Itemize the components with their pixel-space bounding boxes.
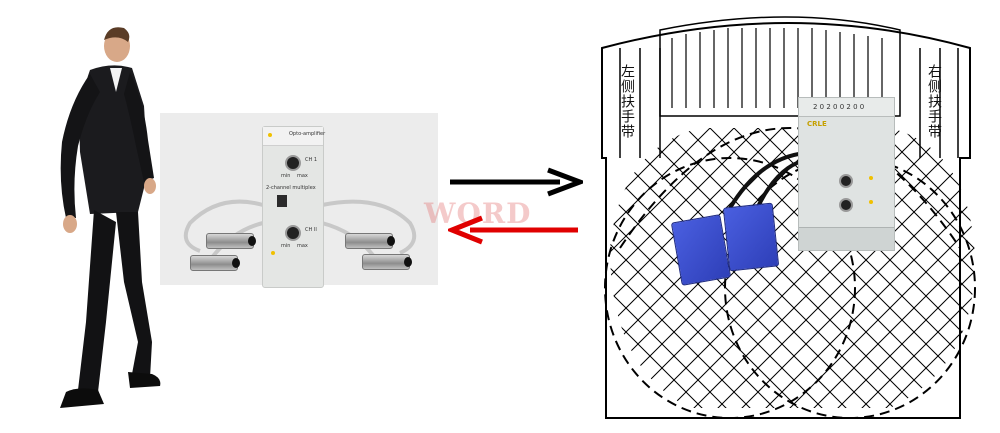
ch1-label: CH 1 — [305, 157, 318, 163]
left-handrail-label: 左侧扶手带 — [619, 64, 635, 139]
module-brand: CRLE — [807, 120, 827, 128]
control-module: 2 0 2 0 0 2 0 0 CRLE — [798, 97, 895, 251]
module-base — [799, 227, 894, 250]
watermark: WORD — [424, 197, 532, 230]
ch2-label: CH II — [305, 227, 317, 233]
sensor-right-lower — [362, 254, 412, 270]
sensor-left-upper — [206, 233, 256, 249]
opto-amplifier: Opto-amplifier CH 1 min max 2-channel mu… — [262, 126, 326, 288]
module-led-2 — [869, 200, 873, 204]
module-knob-2 — [839, 198, 853, 212]
ch1-max-label: max — [297, 173, 308, 179]
sensor-probe-left — [670, 214, 732, 286]
signal-arrows — [448, 167, 583, 245]
sensor-right-upper — [345, 233, 395, 249]
ch1-knob — [285, 155, 301, 171]
back-arrow — [448, 215, 483, 245]
dip-switch — [277, 195, 287, 207]
right-handrail-label: 右侧扶手带 — [926, 64, 942, 139]
module-knob-1 — [839, 174, 853, 188]
amplifier-top — [263, 127, 323, 146]
module-terminals: 2 0 2 0 0 2 0 0 — [799, 98, 894, 117]
businessman-figure — [60, 27, 161, 408]
power-led — [268, 133, 272, 137]
terminal-numbers: 2 0 2 0 0 2 0 0 — [813, 103, 865, 111]
amplifier-title: Opto-amplifier — [289, 131, 326, 137]
sensor-probe-right — [722, 202, 780, 272]
ch2-min-label: min — [281, 243, 291, 249]
forward-arrow — [547, 167, 583, 197]
module-led-1 — [869, 176, 873, 180]
ch2-knob — [285, 225, 301, 241]
step-comb-lines — [671, 28, 883, 108]
ch1-min-label: min — [281, 173, 291, 179]
sensor-left-lower — [190, 255, 240, 271]
ch2-max-label: max — [297, 243, 308, 249]
status-led — [271, 251, 275, 255]
two-channel-label: 2-channel multiplex — [266, 185, 316, 191]
escalator-drawing — [601, 16, 976, 419]
